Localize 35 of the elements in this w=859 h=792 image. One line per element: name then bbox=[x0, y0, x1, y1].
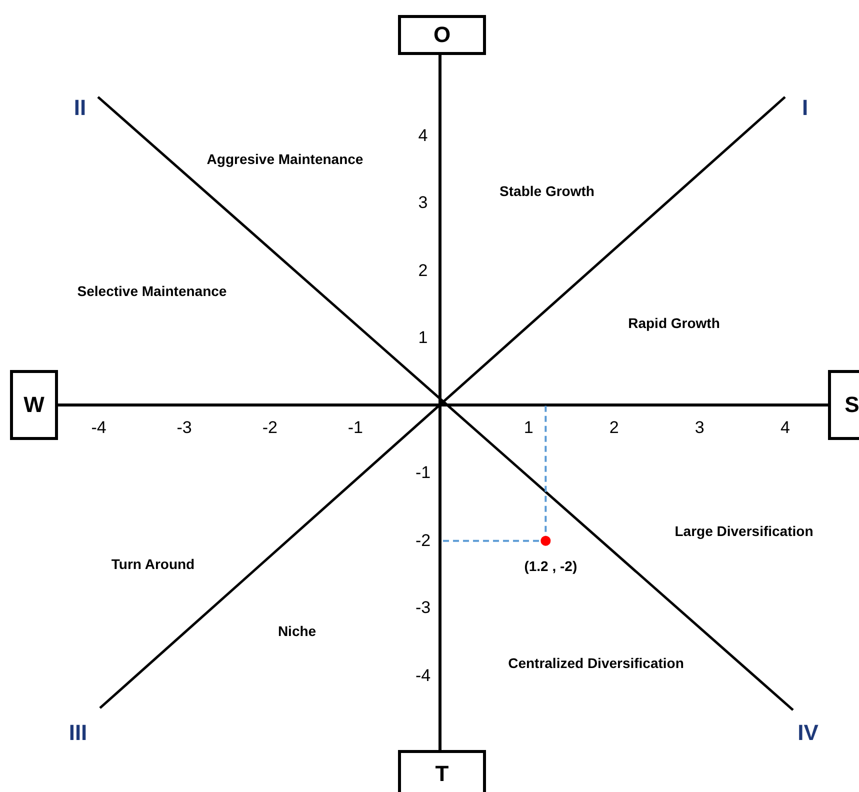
vertical-axis bbox=[438, 55, 442, 750]
tick-label: 1 bbox=[524, 418, 534, 438]
tick-label: -3 bbox=[176, 418, 192, 438]
tick-label: 3 bbox=[694, 418, 704, 438]
region-label: Turn Around bbox=[111, 556, 195, 572]
axis-end-box: T bbox=[398, 750, 486, 792]
tick-label: -4 bbox=[415, 666, 431, 686]
axis-end-box: O bbox=[398, 15, 486, 55]
quadrant-numeral: I bbox=[802, 95, 808, 121]
quadrant-numeral: II bbox=[74, 95, 86, 121]
tick-label: -1 bbox=[348, 418, 363, 438]
tick-label: 4 bbox=[418, 126, 428, 146]
tick-label: -4 bbox=[91, 418, 106, 438]
point-annotation: (1.2 , -2) bbox=[524, 558, 578, 574]
region-label: Stable Growth bbox=[500, 183, 594, 199]
region-label: Selective Maintenance bbox=[77, 283, 227, 299]
tick-label: 2 bbox=[609, 418, 619, 438]
tick-label: -1 bbox=[415, 463, 431, 484]
region-label: Large Diversification bbox=[674, 523, 814, 539]
axis-end-box: S bbox=[828, 370, 859, 440]
region-label: Rapid Growth bbox=[628, 315, 720, 331]
axis-end-box: W bbox=[10, 370, 58, 440]
tick-label: 3 bbox=[418, 193, 428, 214]
tick-label: 4 bbox=[780, 418, 790, 438]
tick-label: 2 bbox=[418, 260, 428, 281]
tick-label: -2 bbox=[262, 418, 278, 438]
quadrant-numeral: III bbox=[68, 720, 88, 746]
region-label: Aggresive Maintenance bbox=[206, 151, 364, 167]
region-label: Centralized Diversification bbox=[508, 655, 684, 671]
tick-label: -2 bbox=[415, 530, 431, 551]
region-label: Niche bbox=[278, 623, 316, 639]
horizontal-axis bbox=[58, 404, 828, 406]
tick-label: 1 bbox=[418, 328, 428, 348]
quadrant-numeral: IV bbox=[798, 720, 818, 746]
tick-label: -3 bbox=[415, 598, 431, 618]
